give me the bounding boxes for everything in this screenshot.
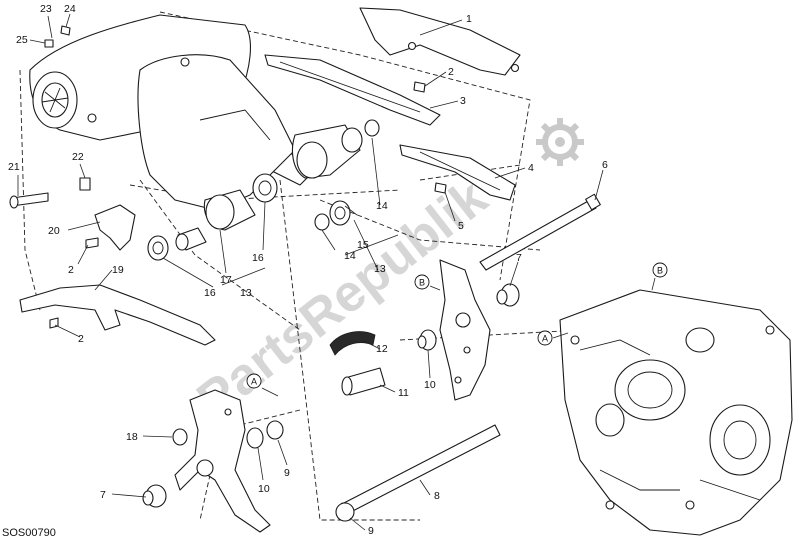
swingarm (29, 14, 311, 211)
eccentric-bracket (439, 259, 491, 401)
callout-2: 2 (78, 333, 84, 345)
spacer-bushing-7 (496, 283, 520, 307)
ref-marker-a-2: A (537, 330, 569, 346)
callout-17: 17 (220, 274, 232, 286)
callout-20: 20 (48, 225, 60, 237)
svg-text:B: B (657, 266, 663, 276)
bracket-20 (94, 204, 136, 251)
leader-lines (17, 13, 604, 531)
diagram-code: SOS00790 (2, 527, 56, 539)
ref-marker-b-2: B (651, 262, 668, 291)
callout-25: 25 (16, 34, 28, 46)
callout-8: 8 (434, 490, 440, 502)
callout-16: 16 (204, 287, 216, 299)
engine-crankcase (559, 289, 793, 536)
callout-24: 24 (64, 3, 76, 15)
callout-7: 7 (100, 489, 106, 501)
callout-18: 18 (126, 431, 138, 443)
callout-23: 23 (40, 3, 52, 15)
callout-1: 1 (466, 13, 472, 25)
lower-guard-19 (19, 284, 216, 346)
callout-10: 10 (424, 379, 436, 391)
ref-marker-b-1: B (414, 274, 441, 291)
callout-9: 9 (284, 467, 290, 479)
nut-9-bottom (335, 502, 355, 522)
pivot-shaft (338, 424, 501, 518)
svg-text:A: A (542, 334, 548, 344)
callout-16: 16 (252, 252, 264, 264)
tube-spacer (341, 367, 386, 396)
wheel-axle (479, 193, 601, 271)
chain-guard (359, 7, 521, 76)
footpeg-bracket (174, 389, 271, 533)
callout-13: 13 (374, 263, 386, 275)
lower-chain-slider (399, 144, 516, 201)
callout-14: 14 (376, 200, 388, 212)
reference-markers: A A B B (246, 262, 668, 397)
left-small-parts (142, 420, 284, 508)
callout-4: 4 (528, 162, 534, 174)
callout-21: 21 (8, 161, 20, 173)
ref-marker-a-1: A (246, 373, 279, 397)
callout-15: 15 (357, 239, 369, 251)
callout-5: 5 (458, 220, 464, 232)
callout-labels: 1 2 3 4 5 6 7 7 8 9 9 10 10 11 12 13 13 … (8, 3, 608, 537)
bearings-16-17 (147, 227, 207, 261)
callout-3: 3 (460, 95, 466, 107)
callout-9: 9 (368, 525, 374, 537)
callout-22: 22 (72, 151, 84, 163)
rubber-strip (329, 331, 376, 356)
callout-19: 19 (112, 264, 124, 276)
svg-text:A: A (251, 377, 257, 387)
bolts (9, 25, 447, 329)
callout-6: 6 (602, 159, 608, 171)
gear-icon (536, 118, 584, 166)
callout-7: 7 (516, 252, 522, 264)
pivot-bearing-block (203, 124, 361, 231)
callout-13: 13 (240, 287, 252, 299)
chain-slider (264, 54, 441, 126)
bush-10-right (417, 329, 437, 351)
callout-14: 14 (344, 250, 356, 262)
callout-2: 2 (68, 264, 74, 276)
callout-12: 12 (376, 343, 388, 355)
callout-10: 10 (258, 483, 270, 495)
bearings-14-15 (314, 119, 380, 231)
callout-2: 2 (448, 66, 454, 78)
callout-11: 11 (398, 387, 409, 399)
svg-text:B: B (419, 278, 425, 288)
